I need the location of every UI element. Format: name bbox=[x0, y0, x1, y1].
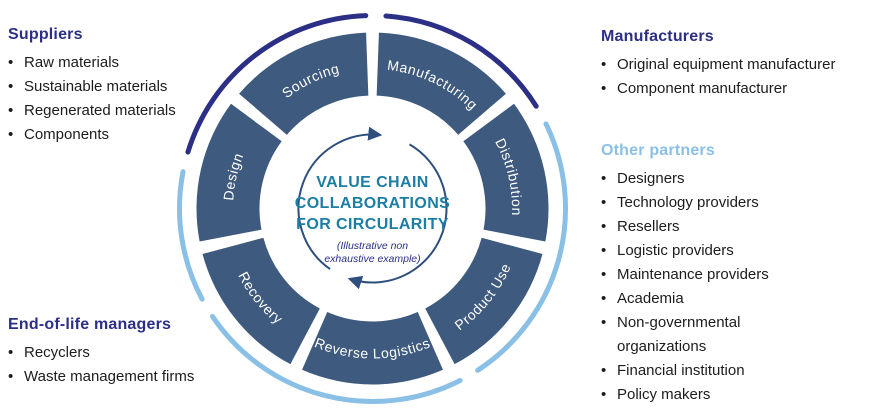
bullet-text: Logistic providers bbox=[617, 242, 734, 259]
bullet-icon: • bbox=[601, 218, 607, 235]
center-subtitle-line-2: exhaustive example) bbox=[324, 253, 420, 265]
ring-segment-recovery bbox=[202, 237, 320, 365]
ring-segment-sourcing bbox=[239, 32, 369, 135]
bullet-icon: • bbox=[8, 368, 14, 385]
list-item: • Financial institution bbox=[601, 359, 813, 383]
bullet-icon: • bbox=[601, 80, 607, 97]
outer-arc-navy bbox=[185, 13, 369, 155]
bullet-icon: • bbox=[601, 56, 607, 73]
outer-dashed-ring bbox=[177, 13, 568, 404]
group-end-of-life-managers: End-of-life managers • Recyclers • Waste ma… bbox=[8, 316, 248, 389]
bullet-text: Component manufacturer bbox=[617, 80, 788, 97]
list-item: • Resellers bbox=[601, 215, 813, 239]
cycle-arrows-icon bbox=[297, 126, 448, 290]
bullet-text: Raw materials bbox=[24, 54, 120, 71]
bullet-list-other-partners: • Designers • Technology providers • Reseller… bbox=[601, 167, 813, 407]
bullet-text: Academia bbox=[617, 290, 684, 307]
bullet-icon: • bbox=[601, 362, 607, 379]
cycle-arc bbox=[347, 143, 448, 290]
list-item: • Policy makers bbox=[601, 383, 813, 407]
bullet-text: Policy makers bbox=[617, 386, 711, 403]
bullet-icon: • bbox=[601, 266, 607, 283]
bullet-list-suppliers: • Raw materials • Sustainable materials • Reg… bbox=[8, 51, 236, 147]
bullet-icon: • bbox=[8, 102, 14, 119]
ring-segment-reverse-logistics bbox=[302, 312, 443, 385]
bullet-icon: • bbox=[601, 242, 607, 259]
outer-arc-lightblue bbox=[209, 313, 463, 404]
bullet-text: Maintenance providers bbox=[617, 266, 769, 283]
list-item: • Logistic providers bbox=[601, 239, 813, 263]
bullet-icon: • bbox=[601, 290, 607, 307]
group-title-other-partners: Other partners bbox=[601, 142, 715, 159]
group-title-manufacturers: Manufacturers bbox=[601, 28, 714, 45]
bullet-list-end-of-life-managers: • Recyclers • Waste management firms bbox=[8, 341, 248, 389]
bullet-icon: • bbox=[601, 170, 607, 187]
bullet-text: Components bbox=[24, 126, 110, 143]
bullet-text: Regenerated materials bbox=[24, 102, 176, 119]
outer-arc-lightblue bbox=[475, 121, 568, 373]
group-manufacturers: Manufacturers • Original equipment manufa… bbox=[601, 28, 877, 101]
group-title-suppliers: Suppliers bbox=[8, 26, 83, 43]
center-title-line-1: VALUE CHAIN bbox=[316, 174, 429, 191]
list-item: • Non-governmental organizations bbox=[601, 311, 813, 359]
bullet-text: Sustainable materials bbox=[24, 78, 168, 95]
bullet-text: Resellers bbox=[617, 218, 680, 235]
bullet-text: Financial institution bbox=[617, 362, 745, 379]
list-item: • Technology providers bbox=[601, 191, 813, 215]
list-item: • Components bbox=[8, 123, 236, 147]
ring-segment-manufacturing bbox=[376, 32, 506, 135]
bullet-text: Waste management firms bbox=[24, 368, 195, 385]
bullet-icon: • bbox=[8, 78, 14, 95]
bullet-icon: • bbox=[601, 194, 607, 211]
group-other-partners: Other partners • Designers • Technology pro… bbox=[601, 142, 813, 407]
center-title-line-2: COLLABORATIONS bbox=[295, 195, 451, 212]
list-item: • Waste management firms bbox=[8, 365, 248, 389]
bullet-text: Recyclers bbox=[24, 344, 90, 361]
ring-segment-design bbox=[196, 103, 282, 242]
bullet-icon: • bbox=[8, 126, 14, 143]
outer-arc-navy bbox=[383, 13, 539, 109]
list-item: • Recyclers bbox=[8, 341, 248, 365]
outer-arc-lightblue bbox=[177, 169, 205, 302]
bullet-text: Original equipment manufacturer bbox=[617, 56, 836, 73]
bullet-list-manufacturers: • Original equipment manufacturer • Compone… bbox=[601, 53, 877, 101]
ring-segment-distribution bbox=[463, 103, 549, 242]
ring-segment-product-use bbox=[425, 237, 543, 365]
list-item: • Original equipment manufacturer bbox=[601, 53, 877, 77]
bullet-icon: • bbox=[8, 344, 14, 361]
list-item: • Designers bbox=[601, 167, 813, 191]
center-subtitle-line-1: (Illustrative non bbox=[337, 240, 408, 252]
list-item: • Academia bbox=[601, 287, 813, 311]
group-title-end-of-life-managers: End-of-life managers bbox=[8, 316, 172, 333]
list-item: • Regenerated materials bbox=[8, 99, 236, 123]
cycle-arc bbox=[297, 126, 383, 270]
list-item: • Maintenance providers bbox=[601, 263, 813, 287]
list-item: • Sustainable materials bbox=[8, 75, 236, 99]
bullet-text: Designers bbox=[617, 170, 685, 187]
bullet-text: Technology providers bbox=[617, 194, 759, 211]
list-item: • Raw materials bbox=[8, 51, 236, 75]
bullet-text: Non-governmental organizations bbox=[617, 314, 741, 355]
bullet-icon: • bbox=[8, 54, 14, 71]
bullet-icon: • bbox=[601, 386, 607, 403]
group-suppliers: Suppliers • Raw materials • Sustainable mat… bbox=[8, 26, 236, 147]
bullet-icon: • bbox=[601, 314, 607, 331]
center-title-line-3: FOR CIRCULARITY bbox=[296, 216, 449, 233]
list-item: • Component manufacturer bbox=[601, 77, 877, 101]
